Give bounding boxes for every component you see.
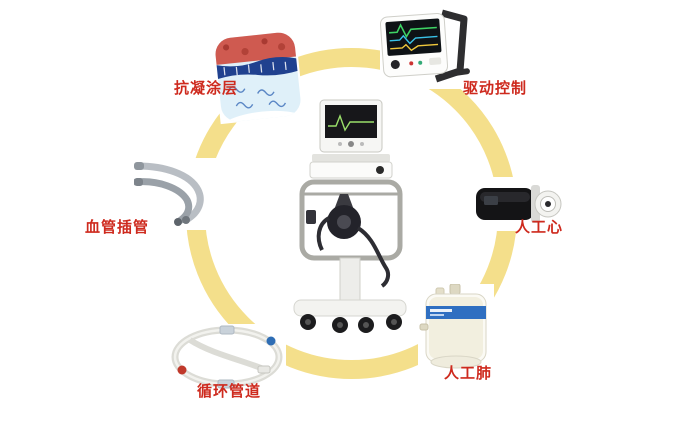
label-circulation-tubing: 循环管道 [197, 382, 262, 400]
heart-pump-icon [476, 185, 562, 223]
drive-control-monitor-icon [380, 9, 470, 83]
artificial-heart-illustration [474, 177, 562, 231]
label-vascular-cannula: 血管插管 [85, 218, 150, 236]
label-artificial-lung: 人工肺 [444, 364, 493, 382]
circulation-tubing-illustration [168, 324, 286, 390]
cannula-tubes-icon [134, 162, 204, 226]
artificial-lung-illustration [418, 284, 494, 370]
oxygenator-icon [419, 284, 487, 369]
ecmo-machine-illustration [282, 98, 418, 334]
label-artificial-heart: 人工心 [515, 218, 564, 236]
vascular-cannula-illustration [134, 158, 222, 230]
label-drive-control: 驱动控制 [463, 79, 528, 97]
drive-control-illustration [380, 5, 474, 89]
tubing-loop-icon [171, 325, 283, 389]
label-anticoagulant-coating: 抗凝涂层 [174, 79, 239, 97]
ecmo-machine-icon [293, 99, 407, 333]
